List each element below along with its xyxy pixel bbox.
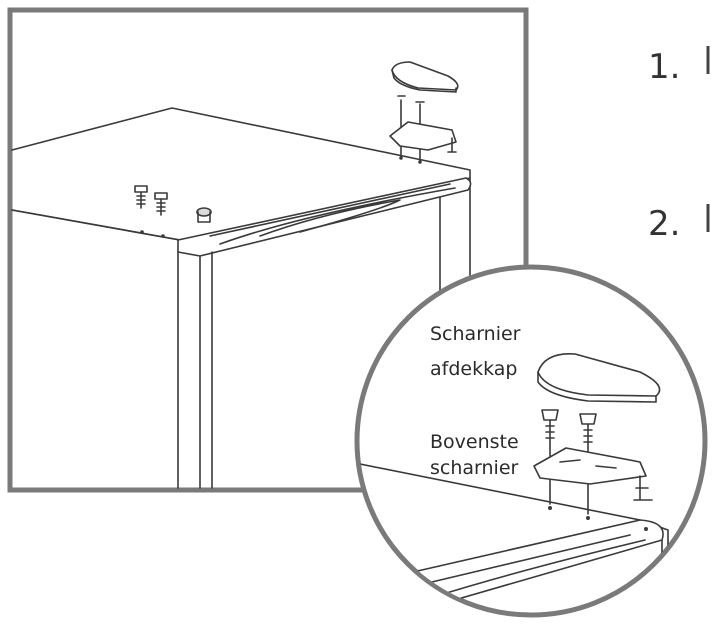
hinge-cap-label-line1: Scharnier [430,323,521,345]
door-handle-groove [209,183,456,245]
hinge-assembly-small [389,61,459,164]
hinge-plate-zoomed [533,447,647,485]
hinge-cap-label-line2: afdekkap [430,358,517,380]
hinge-cap-zoomed [537,353,661,397]
upper-hinge-label-line2: scharnier [430,457,519,479]
hinge-plate-small [389,121,457,151]
fridge-door-front [177,251,213,489]
step-1-number: 1. [648,47,680,87]
loose-screws [134,185,212,238]
step-2-number: 2. [648,204,680,244]
detail-callout: Scharnier afdekkap Bovenste scharnier [354,264,708,618]
upper-hinge-label-line1: Bovenste [430,431,519,453]
hinge-cap-small [391,61,459,91]
main-illustration [7,7,529,493]
